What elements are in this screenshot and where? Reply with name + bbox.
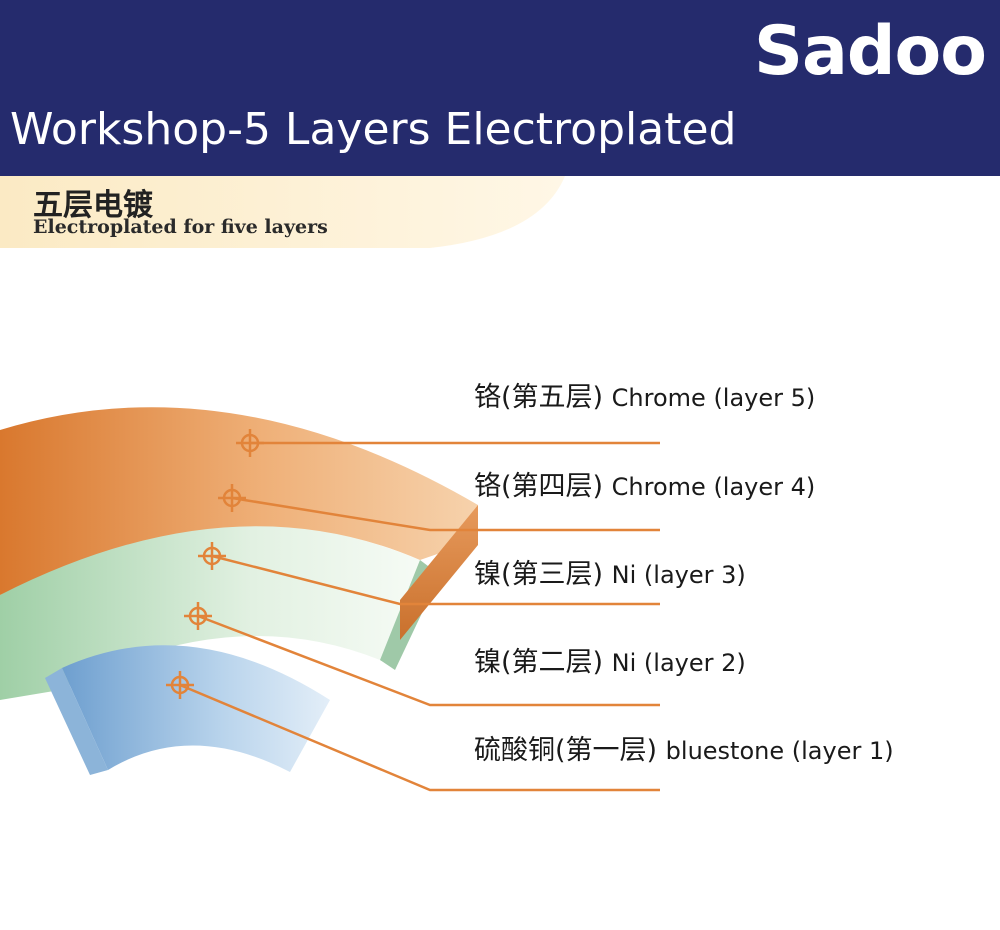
layer-label-cn: 铬(第五层) (474, 382, 604, 413)
leader-line-layer3 (211, 554, 660, 606)
page-title: Workshop-5 Layers Electroplated (10, 104, 737, 155)
layer-label-1: 硫酸铜(第一层) bluestone (layer 1) (474, 737, 894, 764)
leader-line-layer1 (179, 683, 660, 792)
target-icon (184, 602, 212, 630)
layer-label-en: Ni (layer 2) (611, 649, 746, 677)
brand-logo: Sadoo (754, 12, 987, 91)
layer-label-4: 铬(第四层) Chrome (layer 4) (474, 473, 815, 500)
layer-label-cn: 镍(第三层) (474, 559, 604, 590)
target-icon (236, 429, 264, 457)
layer-diagram (0, 176, 660, 792)
layer-label-cn: 硫酸铜(第一层) (474, 735, 658, 766)
target-icon (218, 484, 246, 512)
target-markers (166, 429, 264, 699)
layer-label-cn: 镍(第二层) (474, 647, 604, 678)
leader-lines (179, 441, 660, 792)
layer-label-en: Chrome (layer 5) (611, 384, 816, 412)
chrome-layer-side (400, 505, 478, 640)
layer-label-cn: 铬(第四层) (474, 471, 604, 502)
bluestone-layer-shape (62, 645, 330, 772)
diagram-heading-en: Electroplated for five layers (33, 216, 328, 238)
heading-band (0, 176, 565, 248)
layer-label-2: 镍(第二层) Ni (layer 2) (474, 649, 746, 676)
target-icon (166, 671, 194, 699)
header-banner: Sadoo Workshop-5 Layers Electroplated (0, 0, 1000, 176)
leader-line-layer2 (197, 614, 660, 707)
layer-label-3: 镍(第三层) Ni (layer 3) (474, 561, 746, 588)
layer-label-en: Ni (layer 3) (611, 561, 746, 589)
layer-label-5: 铬(第五层) Chrome (layer 5) (474, 384, 815, 411)
leader-line-layer4 (231, 496, 660, 532)
bluestone-layer-edge (45, 668, 108, 775)
target-icon (198, 542, 226, 570)
layer-label-en: bluestone (layer 1) (665, 737, 894, 765)
diagram-heading-cn: 五层电镀 (33, 188, 153, 223)
layer-label-en: Chrome (layer 4) (611, 473, 816, 501)
